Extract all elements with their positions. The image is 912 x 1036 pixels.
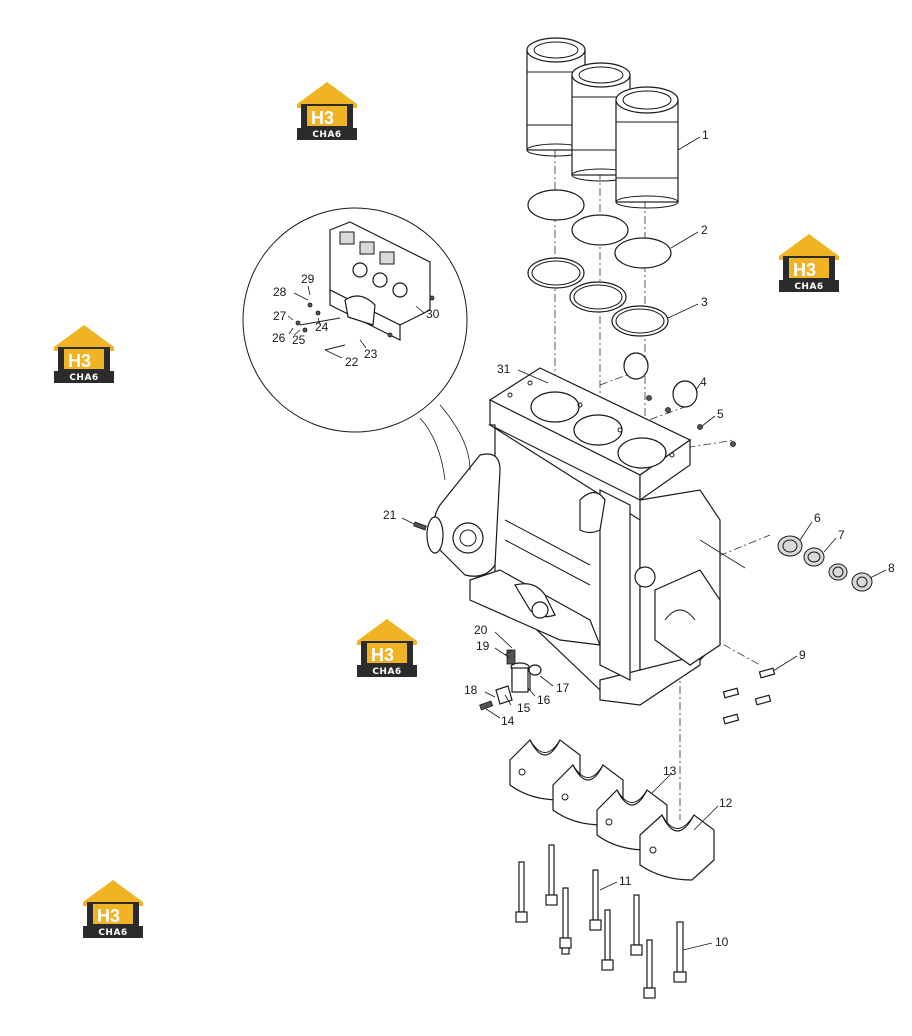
callout-14: 14 [501, 714, 515, 728]
callout-4: 4 [700, 375, 707, 389]
dowel-pins [646, 395, 736, 447]
callout-31: 31 [497, 362, 511, 376]
cylinder-block [426, 367, 721, 706]
callout-25: 25 [292, 333, 306, 347]
callout-16: 16 [537, 693, 551, 707]
watermark-caption: CHA6 [312, 130, 341, 140]
watermark-h3: H3 [793, 260, 816, 280]
detail-inset [242, 207, 471, 481]
cylinder-liners [526, 37, 679, 209]
callout-28: 28 [273, 285, 287, 299]
callout-17: 17 [556, 681, 570, 695]
o-rings [527, 189, 672, 337]
callout-18: 18 [464, 683, 478, 697]
watermark-h3: H3 [68, 351, 91, 371]
callout-13: 13 [663, 764, 677, 778]
leader-lines [287, 136, 887, 951]
watermark-h3: H3 [97, 906, 120, 926]
watermark-caption: CHA6 [98, 928, 127, 938]
watermark-logo-4: H3 CHA6 [357, 619, 417, 677]
callout-10: 10 [715, 935, 729, 949]
studs [722, 667, 776, 725]
watermark-logo-3: H3 CHA6 [54, 325, 114, 383]
expansion-plugs [623, 352, 698, 408]
callout-23: 23 [364, 347, 378, 361]
callout-19: 19 [476, 639, 490, 653]
callout-1: 1 [702, 128, 709, 142]
callout-29: 29 [301, 272, 315, 286]
callout-6: 6 [814, 511, 821, 525]
watermark-caption: CHA6 [69, 373, 98, 383]
callout-26: 26 [272, 331, 286, 345]
watermark-logo-5: H3 CHA6 [83, 880, 143, 938]
callout-9: 9 [799, 648, 806, 662]
callout-21: 21 [383, 508, 397, 522]
oil-fittings [479, 649, 542, 711]
callout-5: 5 [717, 407, 724, 421]
callout-30: 30 [426, 307, 440, 321]
callout-7: 7 [838, 528, 845, 542]
watermark-h3: H3 [311, 108, 334, 128]
callout-12: 12 [719, 796, 733, 810]
callout-8: 8 [888, 561, 895, 575]
callout-2: 2 [701, 223, 708, 237]
callout-20: 20 [474, 623, 488, 637]
callout-labels: 1 2 3 4 5 6 7 8 9 10 11 12 13 14 15 16 1… [272, 128, 895, 949]
callout-3: 3 [701, 295, 708, 309]
callout-22: 22 [345, 355, 359, 369]
watermark-h3: H3 [371, 645, 394, 665]
main-bearing-bolts [515, 844, 687, 999]
main-bearing-caps [509, 738, 715, 881]
callout-11: 11 [619, 874, 632, 888]
callout-24: 24 [315, 320, 329, 334]
watermark-logo-1: H3 CHA6 [297, 82, 357, 140]
watermark-logo-2: H3 CHA6 [779, 234, 839, 292]
callout-27: 27 [273, 309, 287, 323]
watermark-caption: CHA6 [372, 667, 401, 677]
callout-15: 15 [517, 701, 531, 715]
small-bolt-21 [413, 521, 427, 531]
camshaft-bushings [699, 535, 873, 592]
watermark-caption: CHA6 [794, 282, 823, 292]
